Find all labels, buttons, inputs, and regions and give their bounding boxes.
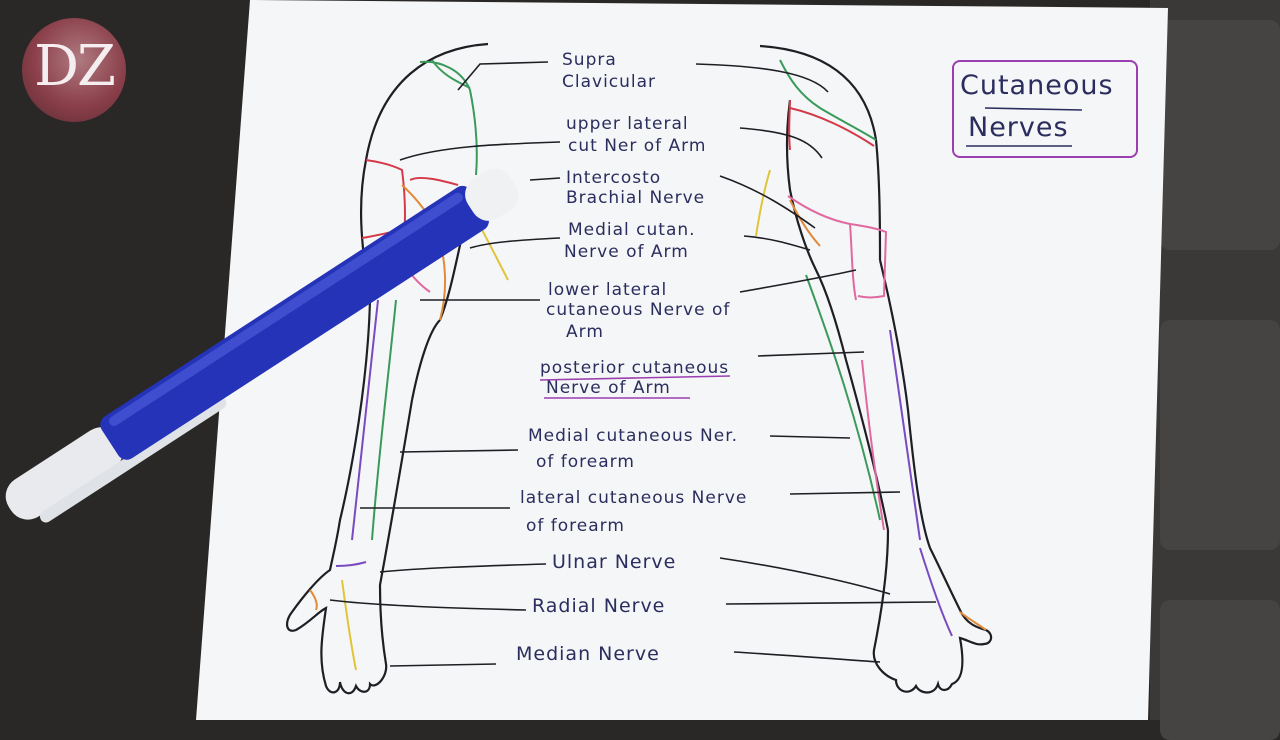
title-line-2: Nerves (968, 112, 1069, 143)
label-lower-lateral-3: Arm (566, 322, 604, 342)
label-supraclavicular-1: Supra (562, 50, 617, 70)
logo-text: DZ (34, 34, 116, 99)
pointer-lines (329, 61, 937, 667)
label-upper-lateral-1: upper lateral (566, 114, 689, 134)
desk-panel (1160, 600, 1280, 740)
label-upper-lateral-2: cut Ner of Arm (568, 136, 707, 156)
right-arm-outline (759, 44, 993, 694)
label-median-nerve: Median Nerve (516, 643, 660, 665)
right-arm-zones (755, 59, 987, 637)
label-supraclavicular-2: Clavicular (562, 72, 657, 92)
label-posterior-cutaneous-2: Nerve of Arm (546, 378, 671, 398)
label-lateral-cutaneous-forearm-1: lateral cutaneous Nerve (520, 488, 748, 508)
label-underlines (539, 107, 1083, 399)
label-medial-cutan-arm-1: Medial cutan. (568, 220, 696, 240)
label-intercostobrachial-1: Intercosto (566, 168, 662, 188)
title-line-1: Cutaneous (960, 70, 1114, 101)
label-medial-cutan-arm-2: Nerve of Arm (564, 242, 689, 262)
label-medial-cutaneous-forearm-2: of forearm (536, 452, 635, 472)
label-lower-lateral-2: cutaneous Nerve of (546, 300, 731, 320)
title-box (952, 60, 1138, 158)
label-radial-nerve: Radial Nerve (532, 595, 666, 617)
label-lower-lateral-1: lower lateral (548, 280, 668, 300)
label-intercostobrachial-2: Brachial Nerve (566, 188, 706, 208)
channel-logo: DZ (22, 18, 126, 122)
label-medial-cutaneous-forearm-1: Medial cutaneous Ner. (528, 426, 739, 446)
label-posterior-cutaneous-1: posterior cutaneous (540, 358, 730, 378)
desk-panel (1160, 320, 1280, 550)
desk-panel (1160, 20, 1280, 250)
label-ulnar-nerve: Ulnar Nerve (552, 551, 677, 573)
label-lateral-cutaneous-forearm-2: of forearm (526, 516, 625, 536)
